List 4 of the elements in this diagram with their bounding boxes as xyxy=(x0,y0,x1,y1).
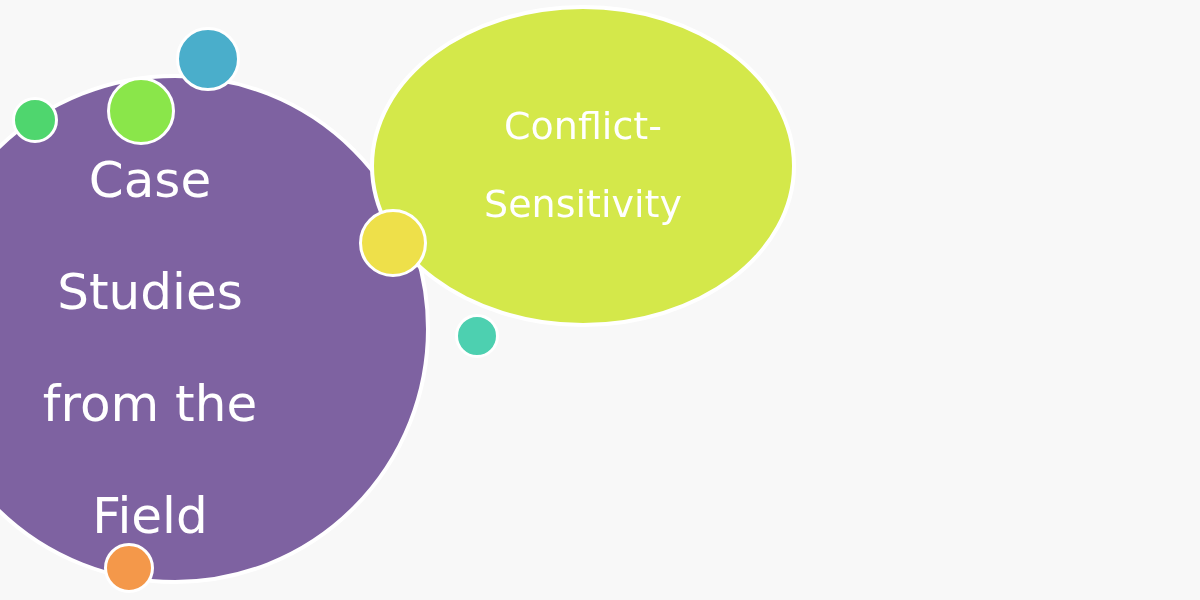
dot-decoration xyxy=(455,314,499,358)
dot-decoration xyxy=(104,543,154,593)
topic-text: Conflict-Sensitivity xyxy=(483,103,683,228)
topic-text: Case Studies from the Field xyxy=(41,150,259,547)
